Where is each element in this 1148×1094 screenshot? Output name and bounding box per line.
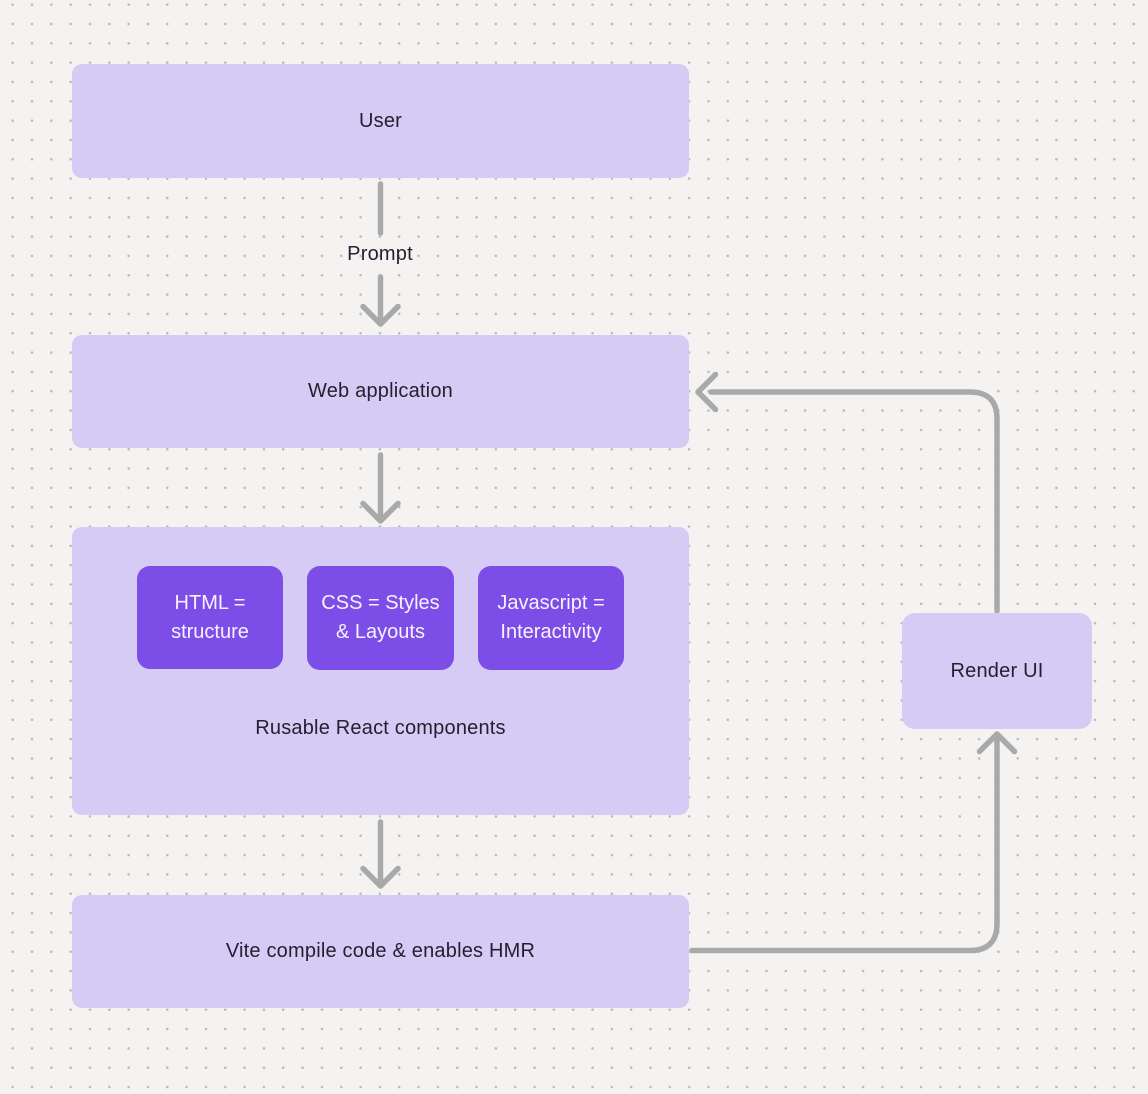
node-css-label-line2: & Layouts — [336, 621, 425, 643]
arrow-down-icon — [360, 303, 401, 327]
node-vite: Vite compile code & enables HMR — [72, 895, 689, 1008]
arrow-up-icon — [976, 731, 1018, 755]
node-render-ui: Render UI — [902, 613, 1092, 729]
node-html-label-line2: structure — [171, 620, 249, 643]
node-user-label: User — [358, 109, 403, 132]
node-css-label-line1: CSS = Styles — [321, 592, 440, 614]
node-user: User — [72, 64, 689, 178]
edge-segment — [708, 389, 1000, 614]
node-web-application-label: Web application — [308, 380, 453, 402]
edge-webapp-to-components — [360, 452, 401, 524]
node-html-label-line1: HTML = — [174, 591, 246, 614]
node-javascript-label-line2: Interactivity — [500, 621, 602, 643]
node-components-group-label: Rusable React components — [255, 717, 506, 739]
arrow-down-icon — [360, 500, 401, 524]
arrow-down-icon — [360, 865, 401, 889]
edge-vite-to-renderui — [689, 731, 1018, 954]
node-javascript: Javascript = Interactivity — [478, 566, 624, 670]
edge-label-prompt: Prompt — [347, 243, 413, 265]
node-web-application: Web application — [72, 335, 689, 448]
node-javascript-label-line1: Javascript = — [497, 592, 605, 614]
edge-components-to-vite — [360, 819, 401, 889]
edge-segment — [689, 737, 1000, 954]
edge-renderui-to-webapp — [695, 371, 1000, 614]
node-render-ui-label: Render UI — [950, 659, 1044, 682]
node-vite-label: Vite compile code & enables HMR — [225, 940, 536, 962]
arrow-left-icon — [695, 371, 719, 413]
node-html: HTML = structure — [137, 566, 283, 669]
node-css: CSS = Styles & Layouts — [307, 566, 454, 670]
node-components-group: HTML = structure CSS = Styles & Layouts … — [72, 527, 689, 815]
